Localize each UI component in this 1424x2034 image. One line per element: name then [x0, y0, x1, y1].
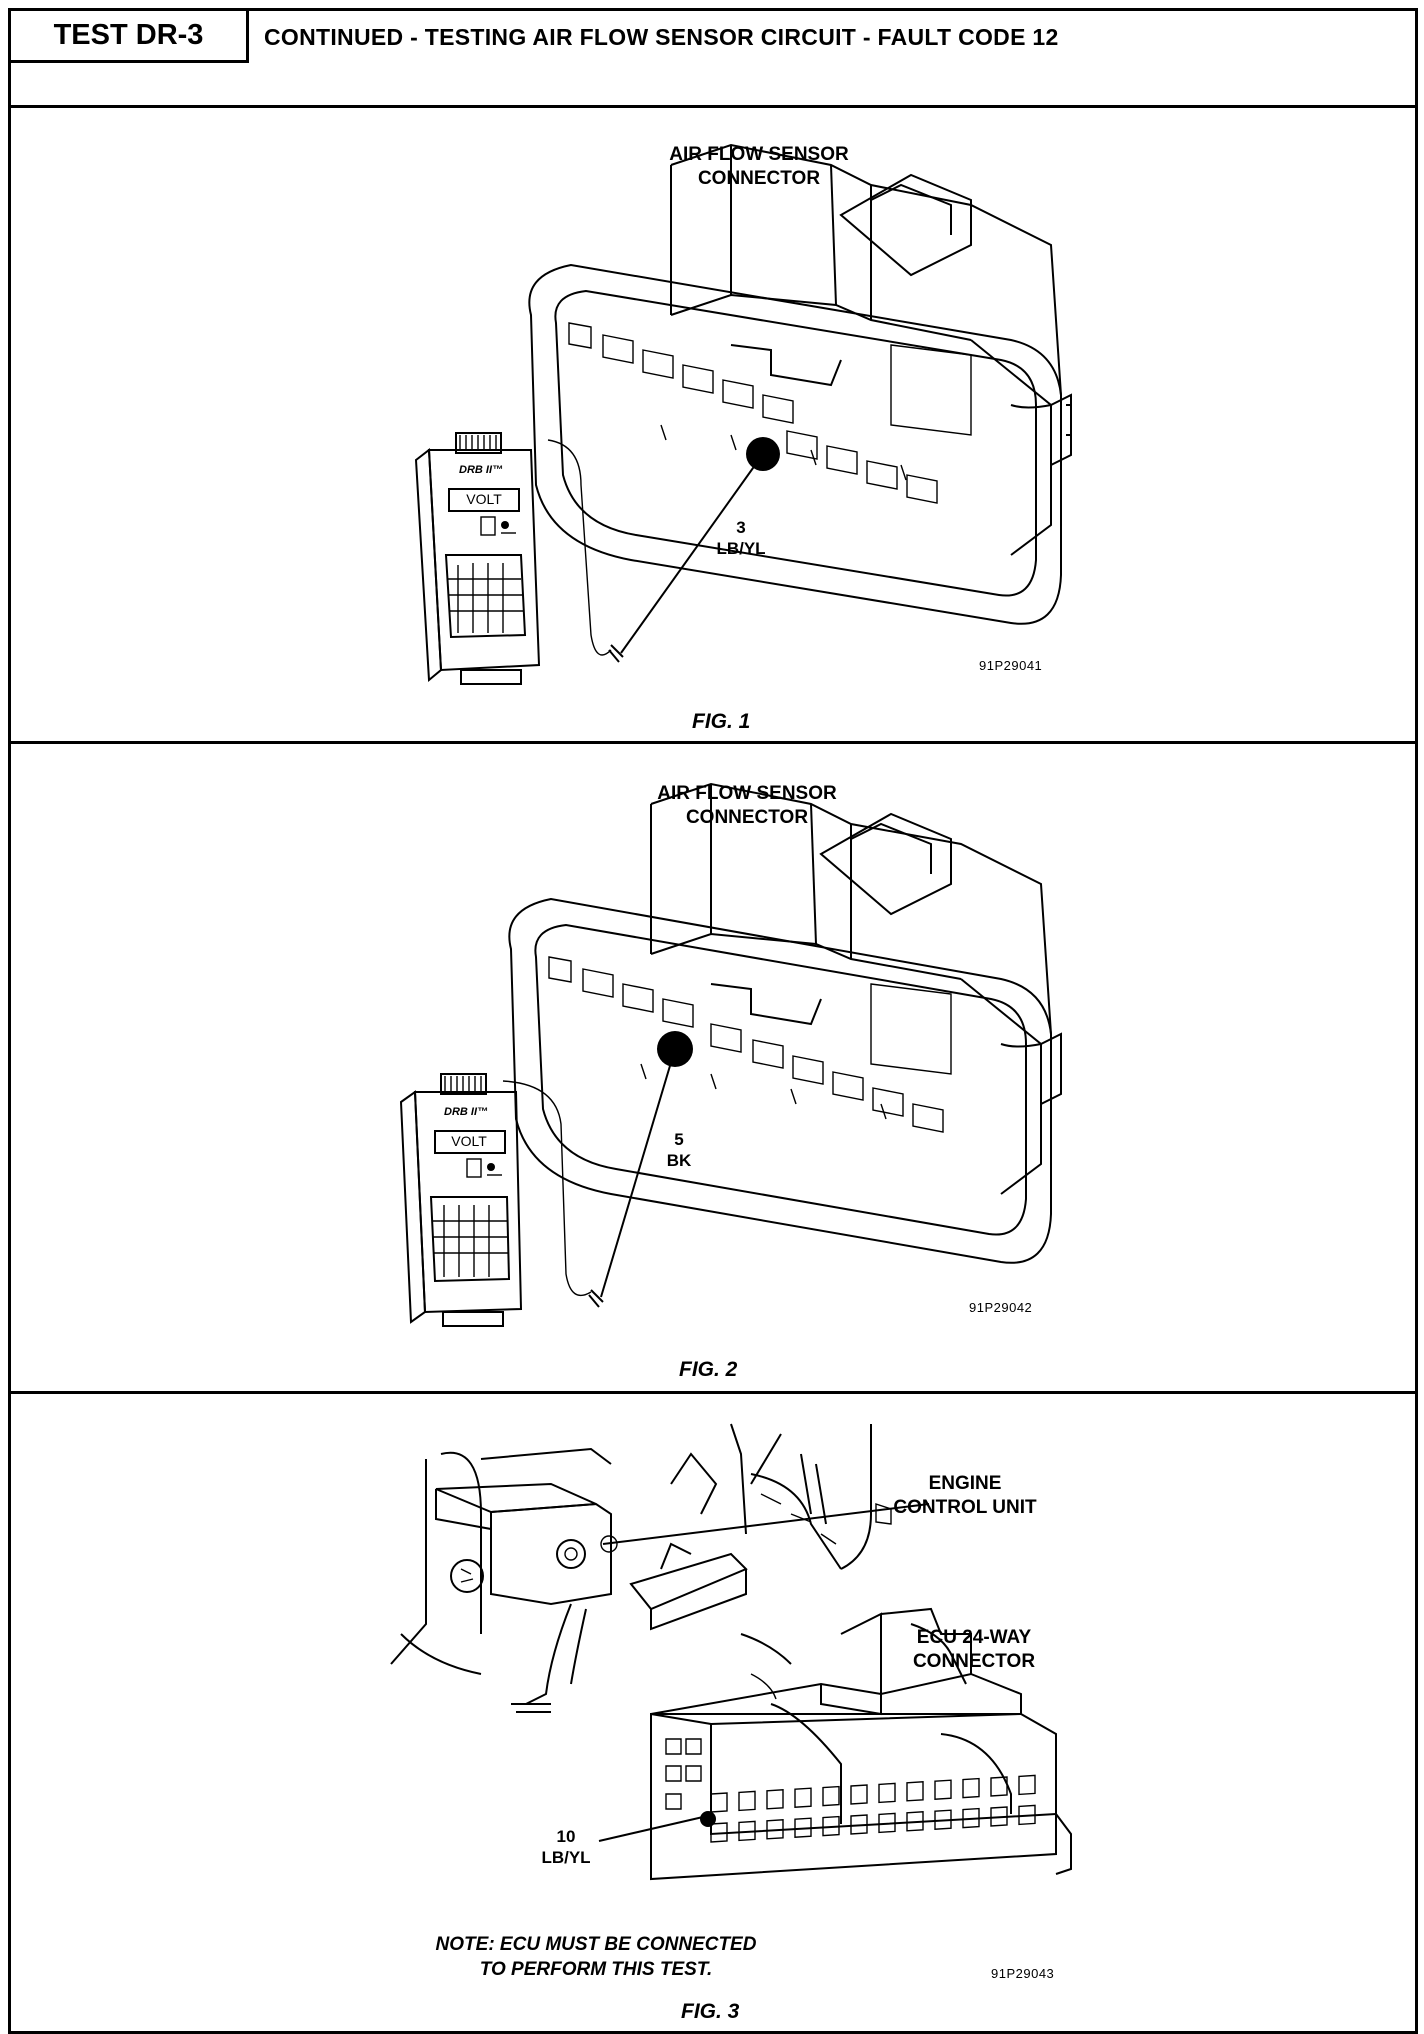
- fig1-label-line1: AIR FLOW SENSOR: [669, 144, 849, 165]
- ecu-connector-label-line1: ECU 24-WAY: [916, 1627, 1032, 1648]
- pin-cavity: [850, 1814, 868, 1835]
- fig3-wire-color: LB/YL: [541, 1848, 591, 1867]
- pin-cavity: [934, 1809, 952, 1830]
- pin-cavity: [990, 1776, 1008, 1797]
- fig1-pin-number: 3: [736, 518, 746, 537]
- ecu-connector-pin-cavities: [710, 1774, 1036, 1843]
- fig1-label-line2: CONNECTOR: [697, 168, 821, 189]
- air-flow-sensor-connector-diagram-2: [399, 782, 1062, 1327]
- pin-cavity: [1018, 1804, 1036, 1826]
- pin-cavity: [934, 1779, 952, 1800]
- fig1-wire-color: LB/YL: [716, 539, 766, 558]
- fig1-pin-callout: 3 LB/YL: [701, 517, 781, 559]
- pin-cavity: [794, 1817, 812, 1838]
- pin-cavity: [906, 1811, 924, 1832]
- pin-cavity: [710, 1822, 728, 1843]
- test-id-box: TEST DR-3: [11, 11, 249, 63]
- pin-cavity: [822, 1785, 840, 1807]
- fig1-image-code: 91P29041: [979, 658, 1043, 673]
- fig1-connector-label: AIR FLOW SENSOR CONNECTOR: [659, 143, 859, 191]
- ecu-label-line1: ENGINE: [928, 1473, 1002, 1494]
- pin-cavity: [738, 1790, 756, 1812]
- fig2-pin-number: 5: [674, 1130, 684, 1149]
- figure-2-panel: AIR FLOW SENSOR CONNECTOR DRB II™ VOLT 5…: [11, 744, 1415, 1394]
- fig2-label-line1: AIR FLOW SENSOR: [657, 783, 837, 804]
- probe-tip: [608, 644, 624, 663]
- fig2-tester-display: VOLT: [451, 1133, 487, 1149]
- probe-tip: [588, 1289, 604, 1308]
- fig2-connector-label: AIR FLOW SENSOR CONNECTOR: [647, 782, 847, 830]
- fig3-pin-number: 10: [556, 1827, 576, 1846]
- pin-cavity: [738, 1820, 756, 1842]
- fig2-caption: FIG. 2: [679, 1358, 738, 1381]
- ecu-connector-label-line2: CONNECTOR: [912, 1651, 1036, 1672]
- fig3-pin-callout: 10 LB/YL: [531, 1826, 601, 1868]
- figure-3-panel: ENGINE CONTROL UNIT ECU 24-WAY CONNECTOR…: [11, 1394, 1415, 2034]
- fig1-caption: FIG. 1: [692, 710, 751, 733]
- pin-cavity: [1018, 1774, 1036, 1796]
- page-header: TEST DR-3 CONTINUED - TESTING AIR FLOW S…: [11, 11, 1415, 108]
- fig1-tester-brand: DRB II™: [459, 464, 503, 476]
- drb-tester: [414, 432, 541, 685]
- connector-body: [508, 782, 1062, 1264]
- ecu-note-line1: NOTE: ECU MUST BE CONNECTED: [435, 1934, 757, 1955]
- tester-cable: [502, 1080, 592, 1297]
- fig2-tester-brand: DRB II™: [444, 1106, 488, 1118]
- fig2-wire-color: BK: [666, 1151, 692, 1170]
- connector-pin-slots: [548, 956, 944, 1133]
- pin-cavity: [850, 1784, 868, 1805]
- ecu-connector-diagram: [390, 1423, 1072, 1881]
- ecu-connector-label: ECU 24-WAY CONNECTOR: [894, 1626, 1054, 1674]
- fig3-caption: FIG. 3: [681, 2000, 740, 2023]
- ecu-leader-line: [602, 1503, 930, 1545]
- probe-lead: [620, 453, 764, 654]
- tester-cable: [547, 439, 612, 656]
- pin-cavity: [794, 1787, 812, 1808]
- pin-cavity: [766, 1819, 784, 1840]
- pin-cavity: [878, 1782, 896, 1804]
- pin-cavity: [822, 1815, 840, 1837]
- pin-cavity: [878, 1812, 896, 1834]
- pin-cavity: [710, 1792, 728, 1813]
- ecu-note-line2: TO PERFORM THIS TEST.: [479, 1959, 713, 1980]
- pin-cavity: [990, 1806, 1008, 1827]
- air-flow-sensor-connector-diagram-1: [414, 143, 1072, 685]
- page-frame: TEST DR-3 CONTINUED - TESTING AIR FLOW S…: [8, 8, 1418, 2034]
- fig2-image-code: 91P29042: [969, 1300, 1033, 1315]
- fig1-tester-display: VOLT: [466, 491, 502, 507]
- probe-lead: [600, 1048, 676, 1298]
- fig2-pin-callout: 5 BK: [639, 1129, 719, 1171]
- ecu-note: NOTE: ECU MUST BE CONNECTED TO PERFORM T…: [391, 1932, 801, 1982]
- drb-tester: [399, 1073, 523, 1327]
- connector-body: [528, 143, 1072, 625]
- engine-bay-illustration: [390, 1423, 892, 1713]
- pin-cavity: [962, 1777, 980, 1799]
- pin-cavity: [906, 1781, 924, 1802]
- pin-cavity: [962, 1807, 980, 1829]
- ecu-label-line2: CONTROL UNIT: [893, 1497, 1037, 1518]
- pin-cavity: [766, 1789, 784, 1810]
- pin10-marker: [700, 1811, 716, 1827]
- ecu-label: ENGINE CONTROL UNIT: [885, 1472, 1045, 1520]
- figure-1-panel: AIR FLOW SENSOR CONNECTOR DRB II™ VOLT 3…: [11, 105, 1415, 744]
- test-title: CONTINUED - TESTING AIR FLOW SENSOR CIRC…: [264, 23, 1059, 50]
- fig2-label-line2: CONNECTOR: [685, 807, 809, 828]
- fig3-image-code: 91P29043: [991, 1966, 1055, 1981]
- connector-pin-slots: [568, 322, 938, 504]
